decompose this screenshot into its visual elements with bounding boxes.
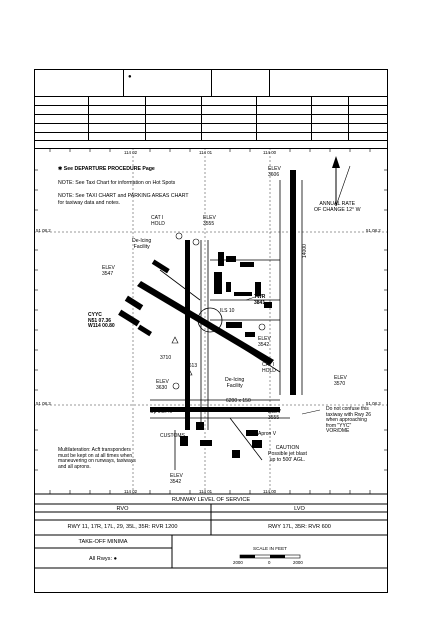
airport-reference-label: CYYC N51 07.36 W114 00.80 [88, 312, 115, 330]
border-ticks [34, 148, 388, 494]
header-divider [256, 96, 257, 140]
ils-label: ILS 10 [220, 308, 235, 314]
grid-tick-left: 51 08.2 [36, 228, 51, 233]
terminal-buildings [118, 252, 272, 458]
rls-lvo-value: RWY 17L, 35R: RVR 600 [268, 524, 331, 530]
header-divider [348, 96, 349, 140]
header-divider [311, 96, 312, 140]
departure-note: ✱ See DEPARTURE PROCEDURE Page [58, 166, 155, 172]
grid-tick-bottom: 114 01 [199, 489, 213, 494]
annual-rate-label: ANNUAL RATE OF CHANGE 12° W [314, 201, 361, 213]
north-arrow-icon [332, 156, 351, 207]
elevation-label: ELEV 3606 [268, 166, 281, 178]
scale-title: SCALE IN FEET [253, 546, 287, 551]
scale-label: 2000 [233, 560, 243, 565]
grid-tick-right: 51 08.3 [366, 401, 381, 406]
grid-tick-top: 114 02 [124, 150, 138, 155]
grid-tick-left: 51 08.3 [36, 401, 51, 406]
customs-label: CUSTOMS [160, 433, 185, 439]
hold-markers [172, 232, 266, 390]
do-not-confuse-note: Do not confuse this taxiway with Rwy 26 … [326, 406, 372, 435]
header-rule [34, 105, 388, 106]
taxi-chart-note-2: for taxiway data and notes. [58, 200, 120, 206]
header-rule [34, 132, 388, 133]
elevation-label: ELEV 3542 [258, 336, 271, 348]
grid-tick-top: 114 01 [199, 150, 213, 155]
elevation-label: ELEV 3570 [334, 375, 347, 387]
takeoff-minima-title: TAKE-OFF MINIMA [78, 539, 128, 545]
caution-note: CAUTION Possible jet blast up to 500' AG… [268, 445, 307, 463]
tower-label: TWR 3841 [254, 294, 266, 306]
header-divider [201, 96, 202, 140]
ils-area-icon [197, 307, 223, 333]
taxi-hot-spot-note: NOTE: See Taxi Chart for information on … [58, 180, 176, 186]
scale-label: 0 [268, 560, 271, 565]
apron-label: Apron V [258, 431, 277, 437]
runways [137, 170, 296, 430]
taxi-chart-note-1: NOTE: See TAXI CHART and PARKING AREAS C… [58, 193, 189, 199]
header-divider [145, 96, 146, 140]
rls-rvo-header: RVO [116, 506, 129, 512]
scale-label: 2000 [293, 560, 303, 565]
twr-leader [245, 295, 259, 301]
runway-length-label: 14000 [302, 244, 308, 258]
grade-label: Up 0.37% [150, 409, 172, 415]
elevation-label: ELEV 3630 [156, 379, 169, 391]
multilateration-note: Multilateration: Acft transponders must … [58, 447, 136, 470]
header-rule [34, 123, 388, 124]
confuse-leader [301, 409, 321, 415]
runway-dimensions: 6200 x 150 [226, 398, 251, 404]
grid-tick-bottom: 114 02 [124, 489, 138, 494]
altitude-label: 3613 [186, 363, 198, 369]
rls-lvo-header: LVO [294, 506, 305, 512]
header-rule [34, 148, 388, 149]
obstacle-icons [171, 336, 193, 376]
elevation-label: ELEV 3542 [170, 473, 183, 485]
header-rule [34, 96, 388, 97]
altitude-label: 3710 [160, 355, 172, 361]
taxiways [150, 180, 303, 470]
takeoff-all-rwys: All Rwys: ● [89, 556, 117, 562]
elevation-label: ELEV 3555 [203, 215, 216, 227]
header-divider [269, 69, 270, 96]
star-icon: ✱ [58, 166, 64, 172]
deicing-facility-label: De-Icing Facility [225, 377, 245, 389]
elevation-label: ELEV 3547 [102, 265, 115, 277]
header-divider [123, 69, 124, 96]
grid-tick-top: 114 00 [263, 150, 277, 155]
elevation-label: ELEV 3555 [268, 409, 281, 421]
cat-i-hold-label: CAT I HOLD [151, 215, 165, 227]
header-divider [211, 69, 212, 96]
deicing-facility-label: De-Icing Facility [132, 238, 152, 250]
rls-title: RUNWAY LEVEL OF SERVICE [171, 497, 251, 503]
header-rule [34, 114, 388, 115]
header-bullet: ● [128, 74, 132, 80]
grid-tick-bottom: 114 00 [263, 489, 277, 494]
grid-tick-right: 51 08.2 [366, 228, 381, 233]
cat-i-hold-label: CAT I HOLD [262, 362, 276, 374]
header-rule [34, 140, 388, 141]
header-divider [88, 96, 89, 140]
scale-bar [239, 554, 301, 559]
rls-rvo-value: RWY 11, 17R, 17L, 29, 35L, 35R: RVR 1200 [67, 524, 178, 530]
